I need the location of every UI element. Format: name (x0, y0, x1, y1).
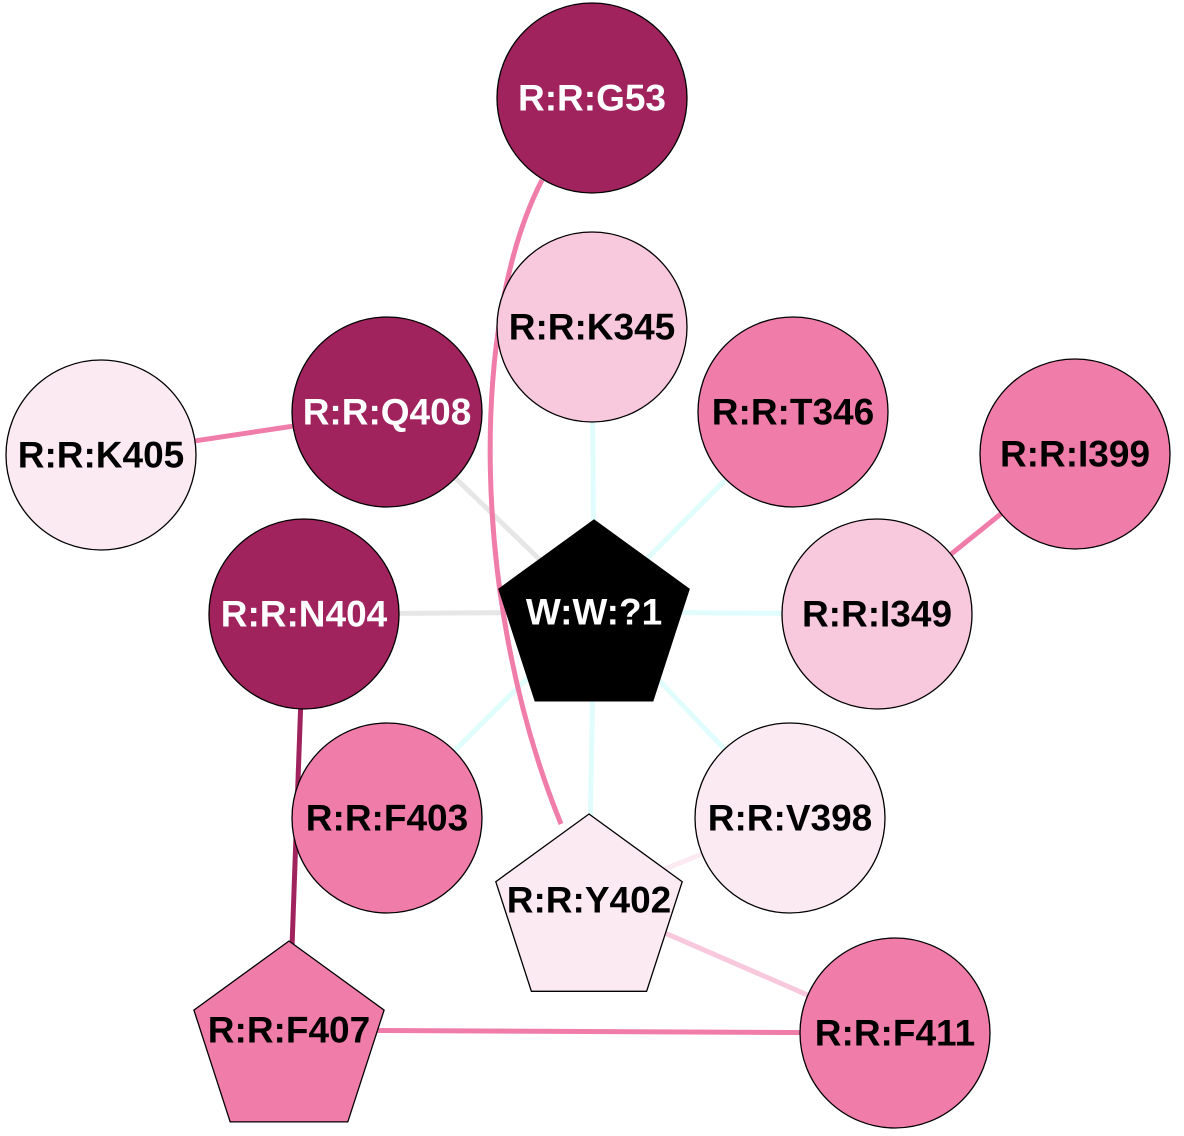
nodes-layer: R:R:G53R:R:K345R:R:T346R:R:I399R:R:K405R… (5, 2, 1171, 1129)
node-pentagon-y402 (495, 813, 683, 992)
node-label-k405: R:R:K405 (18, 435, 185, 476)
node-label-n404: R:R:N404 (221, 594, 388, 635)
node-circle-v398 (694, 722, 886, 914)
node-t346[interactable]: R:R:T346 (697, 316, 889, 508)
node-f411[interactable]: R:R:F411 (799, 937, 991, 1129)
node-circle-f411 (799, 937, 991, 1129)
node-label-q408: R:R:Q408 (303, 392, 472, 433)
node-circle-i349 (781, 518, 973, 710)
node-circle-i399 (979, 358, 1171, 550)
node-label-i349: R:R:I349 (802, 594, 952, 635)
node-label-y402: R:R:Y402 (507, 880, 672, 921)
node-label-f407: R:R:F407 (208, 1010, 370, 1051)
node-g53[interactable]: R:R:G53 (496, 2, 688, 194)
node-label-i399: R:R:I399 (1000, 434, 1150, 475)
node-i399[interactable]: R:R:I399 (979, 358, 1171, 550)
node-circle-q408 (291, 316, 483, 508)
node-k405[interactable]: R:R:K405 (5, 359, 197, 551)
node-v398[interactable]: R:R:V398 (694, 722, 886, 914)
edge-f407-f411 (288, 1027, 896, 1036)
node-n404[interactable]: R:R:N404 (208, 518, 400, 710)
node-i349[interactable]: R:R:I349 (781, 518, 973, 710)
node-circle-n404 (208, 518, 400, 710)
node-label-f411: R:R:F411 (815, 1013, 975, 1054)
node-w1[interactable]: W:W:?1 (498, 519, 690, 702)
node-y402[interactable]: R:R:Y402 (495, 813, 683, 992)
node-label-v398: R:R:V398 (708, 798, 873, 839)
node-label-w1: W:W:?1 (526, 592, 662, 633)
node-circle-k405 (5, 359, 197, 551)
node-circle-t346 (697, 316, 889, 508)
node-k345[interactable]: R:R:K345 (496, 231, 688, 423)
node-label-g53: R:R:G53 (518, 78, 666, 119)
node-circle-g53 (496, 2, 688, 194)
node-pentagon-w1 (498, 519, 690, 702)
node-label-f403: R:R:F403 (306, 798, 468, 839)
node-pentagon-f407 (193, 940, 385, 1123)
node-f403[interactable]: R:R:F403 (291, 722, 483, 914)
node-circle-k345 (496, 231, 688, 423)
node-label-t346: R:R:T346 (712, 392, 874, 433)
node-f407[interactable]: R:R:F407 (193, 940, 385, 1123)
node-label-k345: R:R:K345 (509, 307, 676, 348)
node-circle-f403 (291, 722, 483, 914)
node-q408[interactable]: R:R:Q408 (291, 316, 483, 508)
edge-g53-y402 (487, 178, 564, 825)
